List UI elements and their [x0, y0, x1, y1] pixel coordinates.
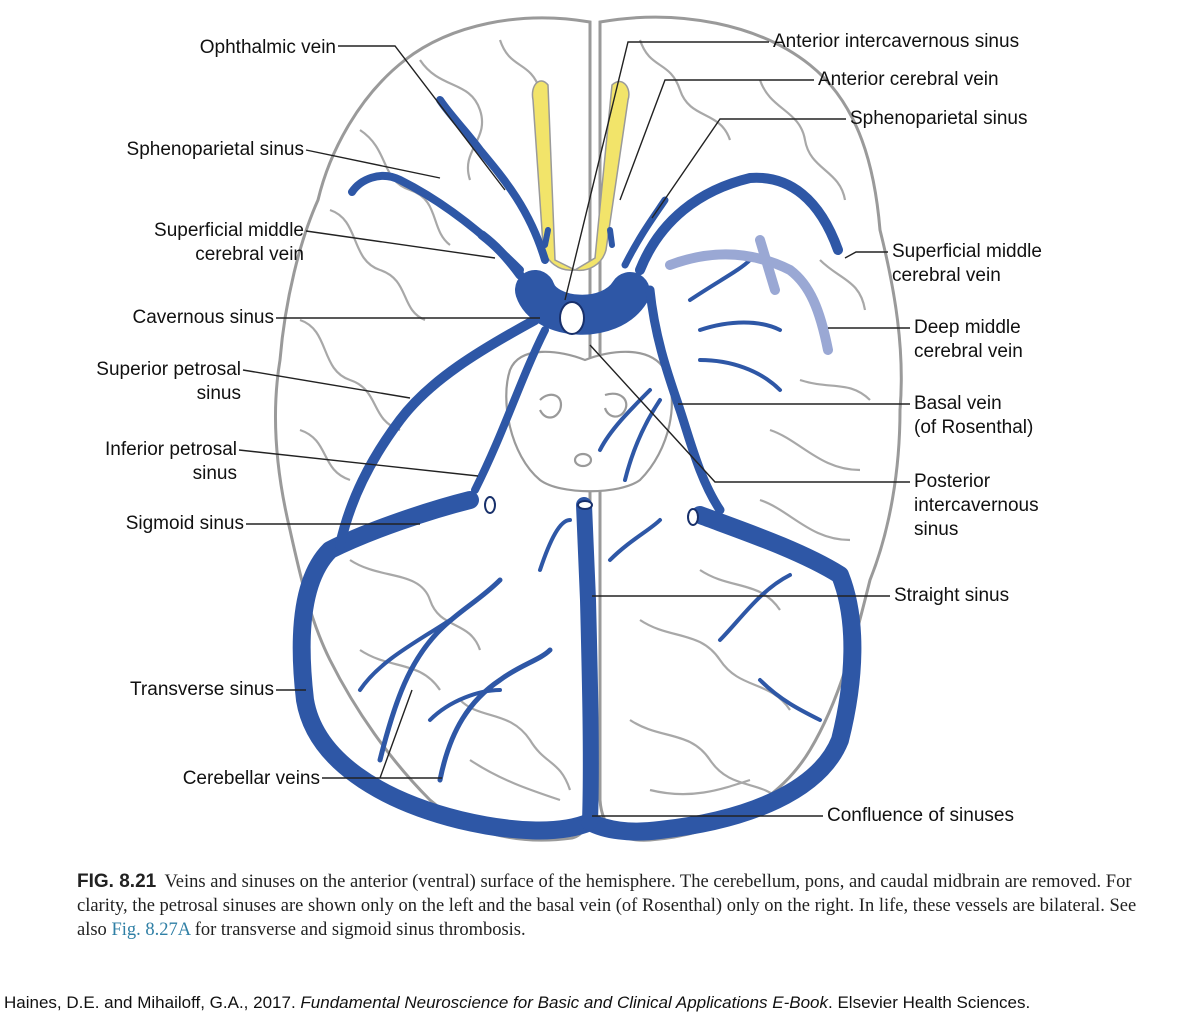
citation-authors: Haines, D.E. and Mihailoff, G.A., 2017. [4, 993, 296, 1012]
leader-posterior-intercavernous [589, 344, 910, 483]
figure-reference-link[interactable]: Fig. 8.27A [111, 920, 191, 940]
label-transverse-sinus: Transverse sinus [130, 679, 274, 700]
leader-anterior-intercavernous [564, 41, 769, 301]
label-cavernous-sinus: Cavernous sinus [132, 307, 274, 328]
leader-superior-petrosal [242, 369, 411, 399]
leader-inferior-petrosal [238, 449, 479, 477]
source-citation: Haines, D.E. and Mihailoff, G.A., 2017. … [4, 992, 1196, 1014]
transverse-sinus-right-vessel [581, 506, 862, 841]
inferior-petrosal-vessel [471, 326, 549, 494]
ophthalmic-vessel [436, 96, 549, 264]
leader-smcv-right [844, 251, 888, 259]
label-confluence-of-sinuses: Confluence of sinuses [827, 805, 1014, 826]
figure-number: FIG. 8.21 [77, 871, 157, 892]
leader-smcv-left [305, 230, 496, 259]
label-ophthalmic-vein: Ophthalmic vein [199, 37, 336, 58]
label-sphenoparietal-sinus-right: Sphenoparietal sinus [850, 108, 1028, 129]
figure-caption: FIG. 8.21 Veins and sinuses on the anter… [77, 870, 1157, 942]
label-sigmoid-sinus: Sigmoid sinus [125, 513, 244, 534]
deep-middle-cerebral-vessel [665, 235, 833, 355]
label-cerebellar-veins: Cerebellar veins [182, 768, 320, 789]
leader-sphenoparietal-left [305, 149, 441, 179]
label-anterior-cerebral-vein: Anterior cerebral vein [818, 69, 999, 90]
brain-illustration [238, 15, 910, 842]
label-straight-sinus: Straight sinus [894, 585, 1010, 606]
citation-publisher: . Elsevier Health Sciences. [828, 993, 1031, 1012]
citation-title: Fundamental Neuroscience for Basic and C… [300, 993, 829, 1012]
vessel-openings [484, 301, 699, 526]
smcv-right-vessel [635, 172, 843, 275]
label-sphenoparietal-sinus-left: Sphenoparietal sinus [126, 139, 304, 160]
label-basal-vein: Basal vein(of Rosenthal) [914, 393, 1034, 438]
smcv-left-vessel [477, 230, 525, 280]
caption-text-end: for transverse and sigmoid sinus thrombo… [194, 920, 526, 940]
leader-lines [238, 41, 910, 817]
basal-vein-vessel [645, 285, 725, 515]
straight-sinus-vessel [576, 497, 599, 830]
brain-venous-diagram: Ophthalmic vein Sphenoparietal sinus Sup… [96, 15, 1042, 842]
superior-petrosal-vessel [335, 315, 540, 550]
label-anterior-intercavernous-sinus: Anterior intercavernous sinus [773, 31, 1020, 52]
leader-sphenoparietal-right [651, 118, 846, 219]
transverse-sinus-left-vessel [292, 491, 599, 840]
leader-anterior-cerebral [619, 79, 814, 201]
leader-cerebellar [322, 689, 442, 779]
leader-ophthalmic [338, 45, 506, 191]
caption-text: Veins and sinuses on the anterior (ventr… [77, 872, 1137, 940]
